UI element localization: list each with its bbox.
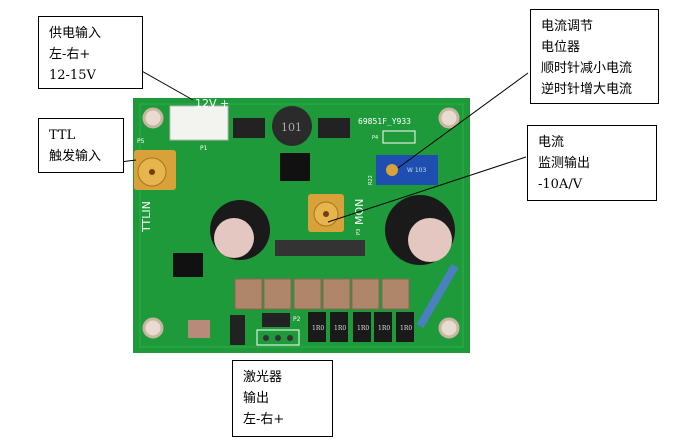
callout-power-input: 供电输入左-右+ 12-15V: [38, 16, 143, 89]
callouts-ttl-1: 触发输入: [49, 149, 102, 164]
callouts-laser-1: 输出: [243, 391, 270, 406]
board-silk_p2: P2: [293, 316, 301, 323]
silk-power: 12V +: [195, 97, 229, 110]
board-silk_p3: P3: [356, 229, 362, 235]
power-connector: [169, 105, 229, 141]
callouts-ttl-0: TTL: [49, 128, 76, 143]
callout-current-pot: 电流调节电位器顺时针减小电流逆时针增大电流: [530, 9, 659, 104]
board-silk_r22: R22: [368, 175, 374, 185]
board-resistor_label: 1R0: [312, 325, 324, 332]
board-pot_label: W 103: [407, 167, 426, 174]
inductor: [272, 106, 312, 146]
board-silk_ttlin: TTLIN: [140, 201, 153, 233]
callouts-power-0: 供电输入: [49, 26, 102, 41]
laser-output-header: [256, 329, 300, 346]
current-sense-resistors: 1R0 1R0 1R0 1R0 1R0: [308, 312, 414, 342]
callouts-power-1: 左-右+: [49, 47, 91, 62]
callouts-pot-3: 逆时针增大电流: [541, 82, 633, 97]
callouts-laser-0: 激光器: [243, 370, 283, 385]
callouts-laser-2: 左-右+: [243, 412, 285, 427]
board-silk_p1: P1: [200, 145, 208, 152]
callouts-pot-1: 电位器: [541, 40, 581, 55]
callouts-pot-2: 顺时针减小电流: [541, 61, 633, 76]
axial-resistor: [416, 263, 459, 329]
callouts-monitor-2: -10A/V: [538, 177, 583, 192]
board-resistor_label: 1R0: [334, 325, 346, 332]
board-silk_p5: P5: [137, 138, 145, 145]
board-silk_code: 69851F_Y933: [358, 117, 411, 126]
board-resistor_label: 1R0: [378, 325, 390, 332]
callout-current-monitor: 电流监测输出 -10A/V: [527, 125, 657, 201]
callouts-monitor-0: 电流: [538, 135, 565, 150]
board-resistor_label: 1R0: [357, 325, 369, 332]
board-silk_p4: P4: [372, 135, 378, 141]
callout-ttl-input: TTL 触发输入: [38, 118, 124, 173]
board-inductor: 101: [281, 121, 302, 134]
ceramic-capacitors: [234, 278, 410, 310]
callouts-monitor-1: 监测输出: [538, 156, 591, 171]
mounting-holes: [142, 107, 460, 339]
callouts-power-2: 12-15V: [49, 68, 96, 83]
callout-laser-output: 激光器输出左-右+: [232, 360, 333, 437]
board-resistor_label: 1R0: [400, 325, 412, 332]
callouts-pot-0: 电流调节: [541, 19, 594, 34]
